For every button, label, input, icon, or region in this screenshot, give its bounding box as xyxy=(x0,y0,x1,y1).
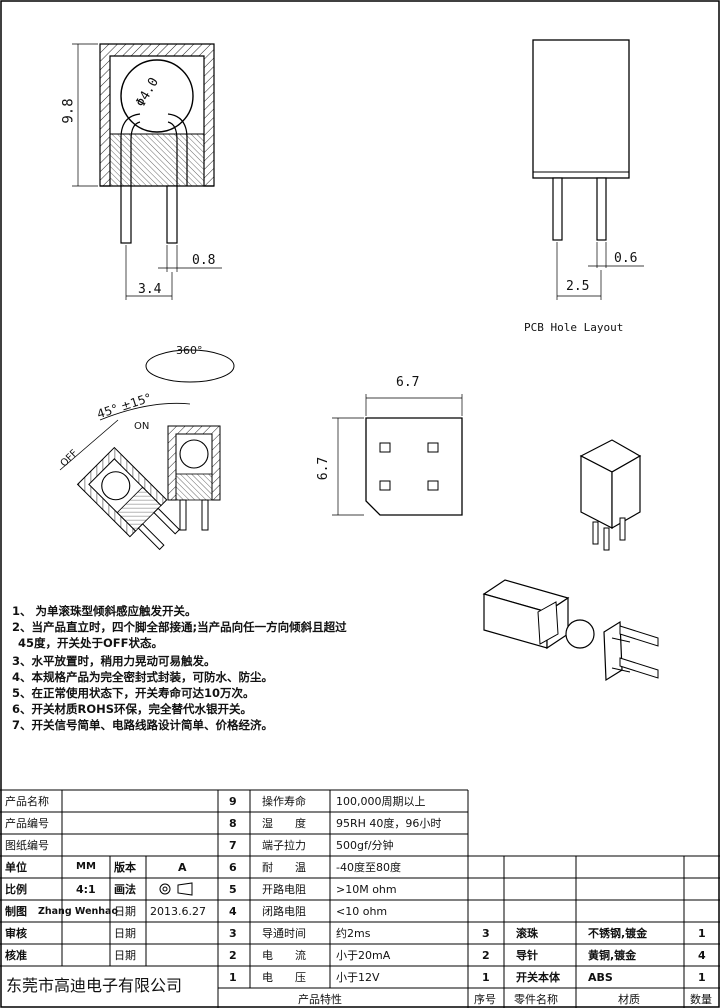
prop-no: 2 xyxy=(229,949,237,962)
tb-version-label: 版本 xyxy=(114,861,136,874)
properties-header: 产品特性 xyxy=(298,993,342,1006)
tb-drawn-label: 制图 xyxy=(5,905,27,918)
note-2-cont: 45度，开关处于OFF状态。 xyxy=(18,636,163,650)
note-6: 6、开关材质ROHS环保，完全替代水银开关。 xyxy=(12,702,253,716)
tb-scale-value: 4:1 xyxy=(76,883,96,896)
tb-product-code: 产品编号 xyxy=(5,817,49,830)
dim-top-height: 6.7 xyxy=(316,456,332,481)
tb-date-label-1: 日期 xyxy=(114,905,136,918)
note-1: 1、 为单滚珠型倾斜感应触发开关。 xyxy=(12,604,197,618)
dim-pin-width: 0.8 xyxy=(192,253,216,268)
dim-pin-pitch: 3.4 xyxy=(138,282,162,297)
tb-date-value: 2013.6.27 xyxy=(150,905,206,918)
part-no: 3 xyxy=(482,927,490,940)
part-material: 不锈钢,镀金 xyxy=(588,927,648,940)
parts-header-material: 材质 xyxy=(618,993,640,1006)
tb-unit-label: 单位 xyxy=(5,861,27,874)
note-5: 5、在正常使用状态下，开关寿命可达10万次。 xyxy=(12,686,255,700)
tb-date-label-2: 日期 xyxy=(114,927,136,940)
projection-symbol-icon xyxy=(159,882,193,896)
note-7: 7、开关信号简单、电路线路设计简单、价格经济。 xyxy=(12,718,273,732)
tb-product-name: 产品名称 xyxy=(5,795,49,808)
tilt-diagram xyxy=(59,349,235,551)
prop-value: 小于12V xyxy=(336,971,380,984)
prop-name: 湿 度 xyxy=(262,817,306,830)
prop-name: 端子拉力 xyxy=(262,839,306,852)
rotation-label: 360° xyxy=(176,344,203,357)
side-section-view xyxy=(72,43,222,300)
prop-name: 开路电阻 xyxy=(262,883,306,896)
prop-no: 5 xyxy=(229,883,237,896)
note-2: 2、当产品直立时，四个脚全部接通;当产品向任一方向倾斜且超过 xyxy=(12,620,347,634)
prop-value: <10 ohm xyxy=(336,905,388,918)
on-label: ON xyxy=(134,421,150,432)
part-no: 1 xyxy=(482,971,490,984)
tb-review-label: 审核 xyxy=(5,927,27,940)
prop-value: 95RH 40度，96小时 xyxy=(336,817,442,830)
tb-method-label: 画法 xyxy=(114,883,136,896)
exploded-view xyxy=(482,579,659,682)
parts-header-no: 序号 xyxy=(474,993,496,1006)
note-3: 3、水平放置时，稍用力晃动可易触发。 xyxy=(12,654,216,668)
dim-pcb-pin-width: 0.6 xyxy=(614,251,638,266)
pcb-hole-layout-label: PCB Hole Layout xyxy=(524,321,624,334)
prop-name: 导通时间 xyxy=(262,927,306,940)
isometric-view xyxy=(579,439,642,551)
part-name: 导针 xyxy=(516,949,538,962)
parts-header-name: 零件名称 xyxy=(514,993,558,1006)
prop-name: 闭路电阻 xyxy=(262,905,306,918)
part-no: 2 xyxy=(482,949,490,962)
tb-drawing-code: 图纸编号 xyxy=(5,839,49,852)
tb-scale-label: 比例 xyxy=(5,883,27,896)
tb-drawn-value: Zhang Wenhao xyxy=(38,906,118,917)
prop-no: 4 xyxy=(229,905,237,918)
prop-no: 8 xyxy=(229,817,237,830)
prop-no: 3 xyxy=(229,927,237,940)
dim-height: 9.8 xyxy=(60,98,77,124)
tb-version-value: A xyxy=(178,861,187,874)
prop-name: 操作寿命 xyxy=(262,795,306,808)
part-qty: 1 xyxy=(698,927,706,940)
part-name: 开关本体 xyxy=(516,971,560,984)
prop-no: 9 xyxy=(229,795,237,808)
prop-value: 100,000周期以上 xyxy=(336,795,426,808)
dim-top-width: 6.7 xyxy=(396,375,420,390)
prop-no: 1 xyxy=(229,971,237,984)
tb-unit-value: MM xyxy=(76,861,96,872)
prop-value: 约2ms xyxy=(336,927,371,940)
side-view xyxy=(532,39,644,300)
dim-pcb-pitch: 2.5 xyxy=(566,279,590,294)
part-material: ABS xyxy=(588,971,613,984)
prop-name: 耐 温 xyxy=(262,861,306,874)
parts-header-qty: 数量 xyxy=(690,993,712,1006)
title-block-grid xyxy=(0,789,720,1008)
part-qty: 4 xyxy=(698,949,706,962)
prop-value: >10M ohm xyxy=(336,883,397,896)
tb-date-label-3: 日期 xyxy=(114,949,136,962)
prop-name: 电 压 xyxy=(262,971,306,984)
part-name: 滚珠 xyxy=(516,927,538,940)
note-4: 4、本规格产品为完全密封式封装，可防水、防尘。 xyxy=(12,670,273,684)
prop-value: -40度至80度 xyxy=(336,861,401,874)
prop-value: 500gf/分钟 xyxy=(336,839,394,852)
company-name: 东莞市高迪电子有限公司 xyxy=(6,976,183,995)
tb-approve-label: 核准 xyxy=(5,949,27,962)
top-view xyxy=(332,394,463,516)
prop-no: 6 xyxy=(229,861,237,874)
part-material: 黄铜,镀金 xyxy=(588,949,637,962)
prop-name: 电 流 xyxy=(262,949,306,962)
part-qty: 1 xyxy=(698,971,706,984)
prop-value: 小于20mA xyxy=(336,949,391,962)
prop-no: 7 xyxy=(229,839,237,852)
